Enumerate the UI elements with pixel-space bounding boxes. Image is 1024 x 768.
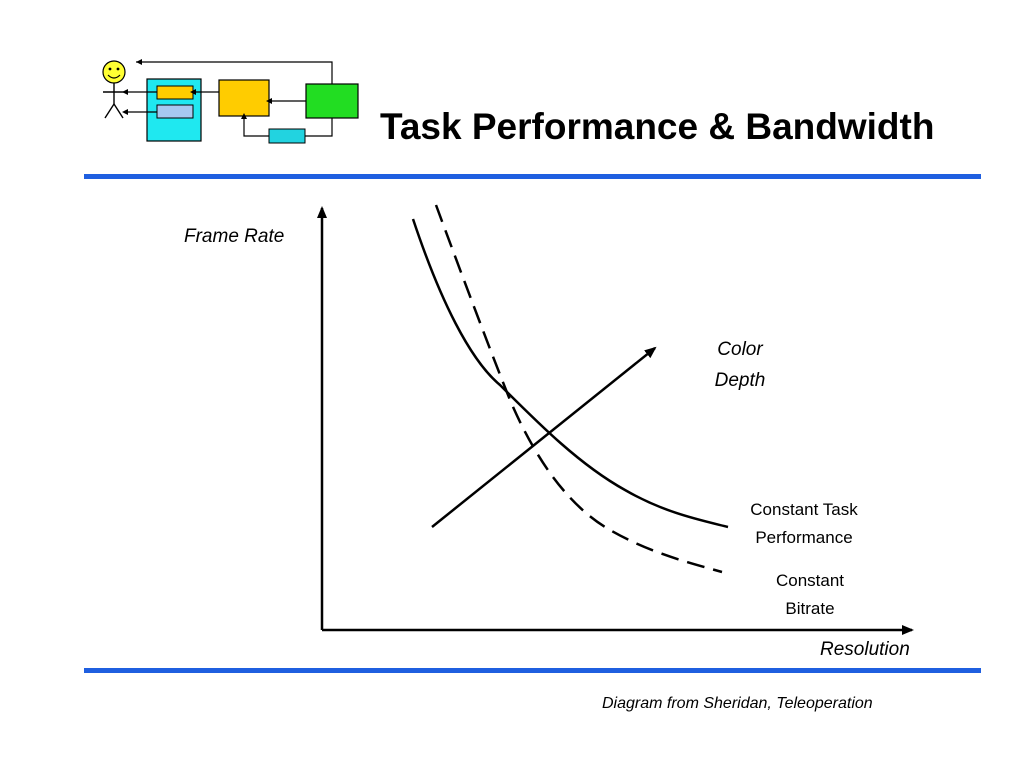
constant-task-performance-curve [411,218,729,529]
x-axis-label: Resolution [820,639,910,660]
source-caption: Diagram from Sheridan, Teleoperation [602,695,873,712]
constant-task-performance-label-line-1: Constant Task [750,500,858,519]
title-divider [84,174,981,179]
constant-task-performance-label: Constant Task Performance [728,496,880,552]
control-loop-block-diagram-icon [122,59,359,144]
color-depth-label-line-1: Color [717,339,763,360]
constant-bitrate-label: Constant Bitrate [750,567,870,623]
constant-bitrate-label-line-2: Bitrate [785,599,835,618]
teleoperation-logo [102,59,359,144]
stick-figure-icon [103,83,125,119]
constant-task-performance-label-line-2: Performance [755,528,853,547]
constant-bitrate-label-line-1: Constant [775,571,845,590]
smiley-face-icon [102,60,126,84]
color-depth-label: Color Depth [690,334,790,396]
y-axis-label: Frame Rate [184,226,285,247]
color-depth-label-line-2: Depth [714,370,766,391]
slide-title: Task Performance & Bandwidth [380,106,935,147]
constant-bitrate-curve [434,204,723,574]
color-depth-arrow [431,346,657,528]
footer-divider [84,668,981,673]
